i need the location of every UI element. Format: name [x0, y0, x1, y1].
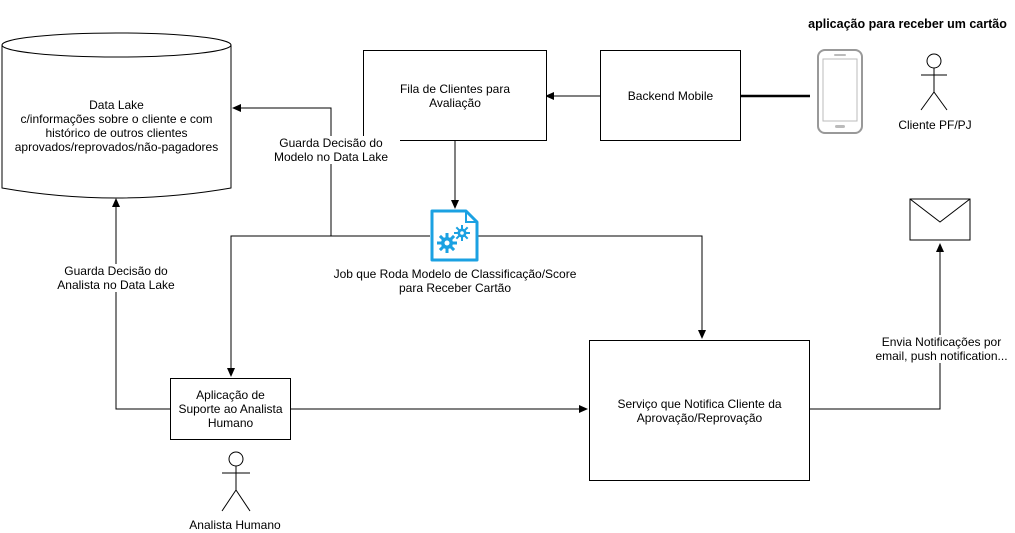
backend-mobile-label: Backend Mobile [627, 88, 714, 103]
edge-suporte-to-datalake [112, 198, 171, 410]
data-lake-label: Data Lake c/informações sobre o cliente … [14, 98, 219, 154]
edge-label-modelo-lake: Guarda Decisão do Modelo no Data Lake [262, 136, 400, 164]
job-label: Job que Roda Modelo de Classificação/Sco… [333, 267, 577, 295]
diagram-title: aplicação para receber um cartão [808, 17, 1007, 31]
edge-servico-to-mail [809, 243, 944, 410]
analista-actor-icon [221, 451, 251, 512]
suporte-analista-label: Aplicação de Suporte ao Analista Humano [178, 388, 283, 430]
servico-notifica-label: Serviço que Notifica Cliente da Aprovaçã… [617, 396, 782, 425]
envelope-icon [909, 198, 971, 241]
data-lake-cylinder [1, 32, 232, 199]
fila-clientes-box: Fila de Clientes para Avaliação [363, 50, 547, 141]
edge-job-to-suporte [227, 235, 331, 377]
cliente-actor-icon [920, 53, 948, 111]
backend-mobile-box: Backend Mobile [600, 50, 741, 141]
suporte-analista-box: Aplicação de Suporte ao Analista Humano [170, 378, 291, 440]
smartphone-icon [817, 49, 863, 134]
analista-label: Analista Humano [189, 518, 281, 532]
cliente-label: Cliente PF/PJ [898, 118, 972, 132]
edge-job-to-datalake [232, 104, 430, 237]
gears-job-icon [430, 209, 479, 262]
edge-label-analista-lake: Guarda Decisão do Analista no Data Lake [46, 264, 186, 292]
edge-job-to-servico [478, 235, 706, 339]
edge-label-notificacoes: Envia Notificações por email, push notif… [868, 335, 1015, 363]
fila-clientes-label: Fila de Clientes para Avaliação [399, 81, 511, 110]
servico-notifica-box: Serviço que Notifica Cliente da Aprovaçã… [589, 340, 810, 481]
